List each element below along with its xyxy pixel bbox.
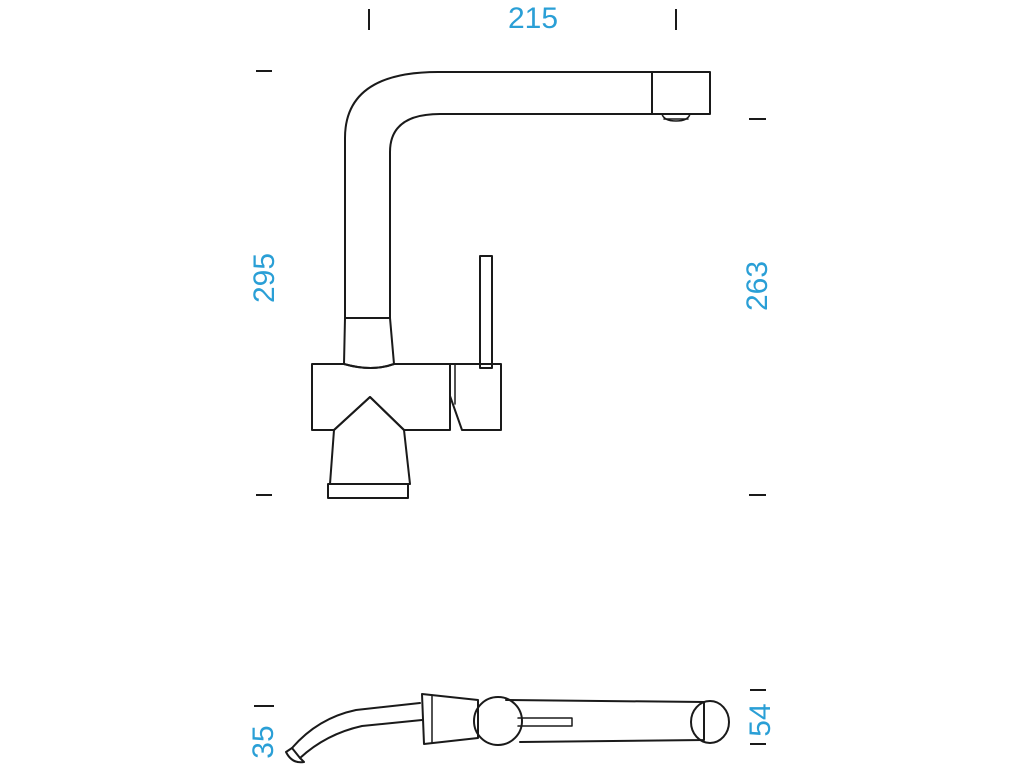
top-spout-end bbox=[285, 747, 305, 764]
top-view-right-dimension-label: 54 bbox=[744, 703, 777, 736]
faucet-side-view bbox=[311, 71, 711, 499]
top-cartridge-knob bbox=[473, 696, 523, 746]
top-spout-curve-inner bbox=[299, 719, 423, 759]
faucet-base bbox=[329, 396, 411, 485]
top-body bbox=[421, 693, 479, 745]
base-ring bbox=[327, 483, 409, 499]
height-spout-dimension-label: 263 bbox=[741, 261, 774, 311]
spout-inner-curve bbox=[389, 113, 653, 319]
top-spout-head bbox=[690, 700, 730, 744]
height-total-dimension-label: 295 bbox=[248, 253, 281, 303]
aerator bbox=[661, 113, 691, 122]
lever-handle bbox=[479, 255, 493, 369]
spout-head bbox=[651, 71, 711, 115]
top-spout-curve-outer bbox=[291, 702, 421, 749]
top-lever-slot bbox=[517, 717, 573, 727]
faucet-top-view bbox=[285, 693, 730, 764]
spout-outer-curve bbox=[344, 71, 653, 319]
top-view-left-dimension-label: 35 bbox=[247, 725, 280, 758]
lever-housing bbox=[449, 363, 502, 431]
neck-collar bbox=[343, 317, 395, 369]
width-dimension-label: 215 bbox=[508, 2, 558, 35]
dimension-ticks bbox=[254, 9, 766, 745]
top-arm bbox=[505, 699, 705, 743]
faucet-body bbox=[311, 363, 451, 431]
